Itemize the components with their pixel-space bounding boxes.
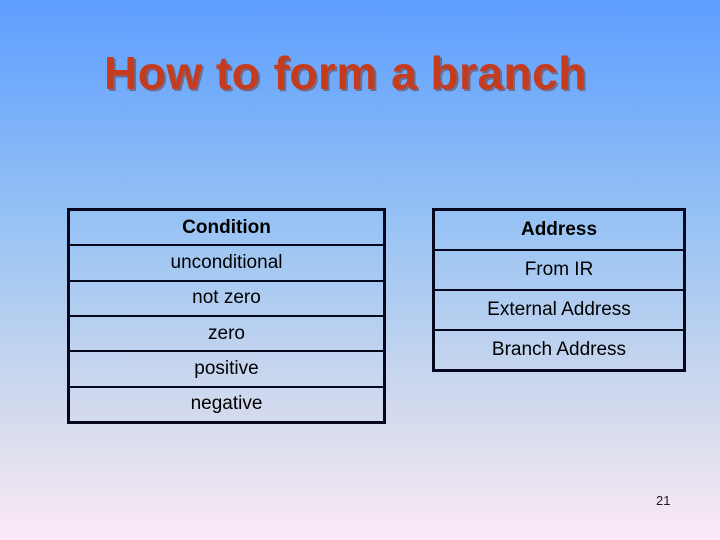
slide-title: How to form a branch (104, 47, 587, 99)
condition-table-header: Condition (182, 216, 271, 238)
table-row: negative (70, 385, 383, 421)
table-row: unconditional (70, 244, 383, 279)
address-table: Address From IR External Address Branch … (432, 208, 686, 372)
table-row: not zero (70, 279, 383, 315)
table-row: From IR (435, 249, 683, 289)
table-row: External Address (435, 289, 683, 329)
table-row: zero (70, 314, 383, 350)
condition-table: Condition unconditional not zero zero po… (67, 208, 386, 424)
table-row: positive (70, 350, 383, 385)
table-row: Branch Address (435, 329, 683, 369)
page-number: 21 (656, 493, 671, 508)
address-table-header: Address (520, 219, 598, 240)
